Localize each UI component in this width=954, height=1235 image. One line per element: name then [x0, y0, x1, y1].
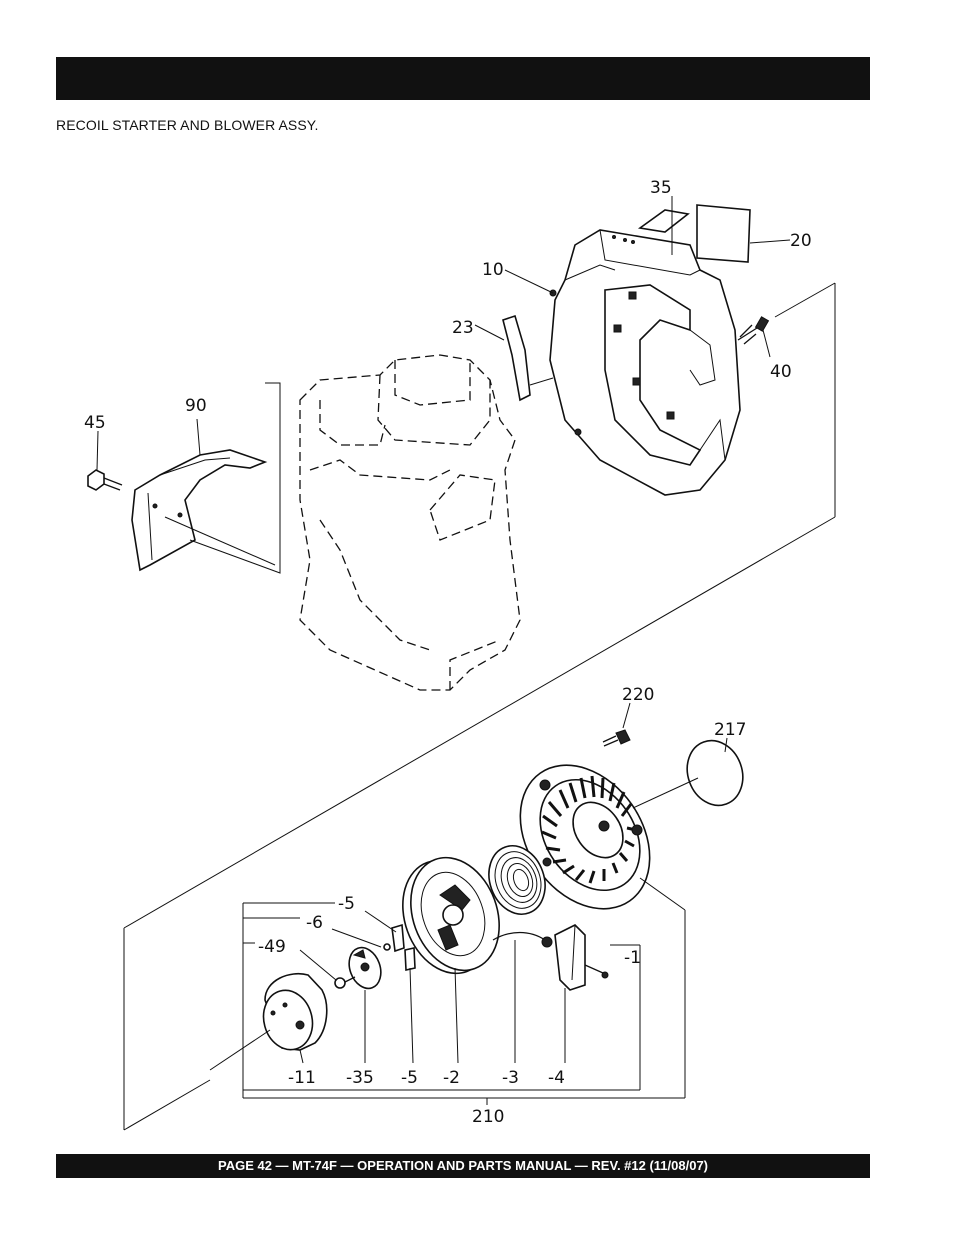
- starter-case: [519, 764, 651, 910]
- callout-minus-1: -1: [624, 948, 641, 968]
- callout-35: 35: [650, 178, 672, 198]
- callout-minus-35: -35: [346, 1068, 374, 1088]
- cover-90: [131, 449, 268, 572]
- callout-minus-5-top: -5: [338, 894, 355, 914]
- decal-20: [696, 204, 751, 263]
- blower-housing: [549, 229, 741, 496]
- engine-outline: [299, 354, 521, 691]
- callouts: 35 20 10 23 40 90 45 220 217 -5 -6 -49 -…: [84, 178, 812, 1127]
- section-title: RECOIL STARTER AND BLOWER ASSY.: [56, 117, 319, 133]
- reel-2: [402, 856, 500, 975]
- callout-20: 20: [790, 231, 812, 251]
- screw-220: [602, 729, 631, 747]
- callout-minus-6: -6: [306, 913, 323, 933]
- friction-plate-35: [348, 946, 382, 990]
- callout-minus-5-bottom: -5: [401, 1068, 418, 1088]
- decal-35: [637, 209, 690, 233]
- spring-3: [488, 845, 546, 915]
- callout-10: 10: [482, 260, 504, 280]
- bolt-45: [87, 469, 123, 491]
- callout-210: 210: [472, 1107, 504, 1127]
- leader-lines: [96, 196, 836, 1131]
- callout-90: 90: [185, 396, 207, 416]
- callout-45: 45: [84, 413, 106, 433]
- screw-49: [334, 976, 356, 989]
- callout-217: 217: [714, 720, 746, 740]
- callout-minus-11: -11: [288, 1068, 316, 1088]
- starter-cup-11: [262, 973, 328, 1051]
- callout-220: 220: [622, 685, 654, 705]
- plate-217: [686, 739, 744, 807]
- header-bar: [56, 57, 870, 100]
- callout-23: 23: [452, 318, 474, 338]
- callout-minus-49: -49: [258, 937, 286, 957]
- seal-23: [502, 314, 531, 402]
- callout-minus-3: -3: [502, 1068, 519, 1088]
- callout-minus-2: -2: [443, 1068, 460, 1088]
- callout-minus-4: -4: [548, 1068, 565, 1088]
- callout-40: 40: [770, 362, 792, 382]
- handle-4: [492, 924, 609, 991]
- footer-bar: PAGE 42 — MT-74F — OPERATION AND PARTS M…: [56, 1154, 870, 1178]
- bolt-40: [737, 316, 770, 345]
- exploded-parts-diagram: 35 20 10 23 40 90 45 220 217 -5 -6 -49 -…: [84, 178, 836, 1131]
